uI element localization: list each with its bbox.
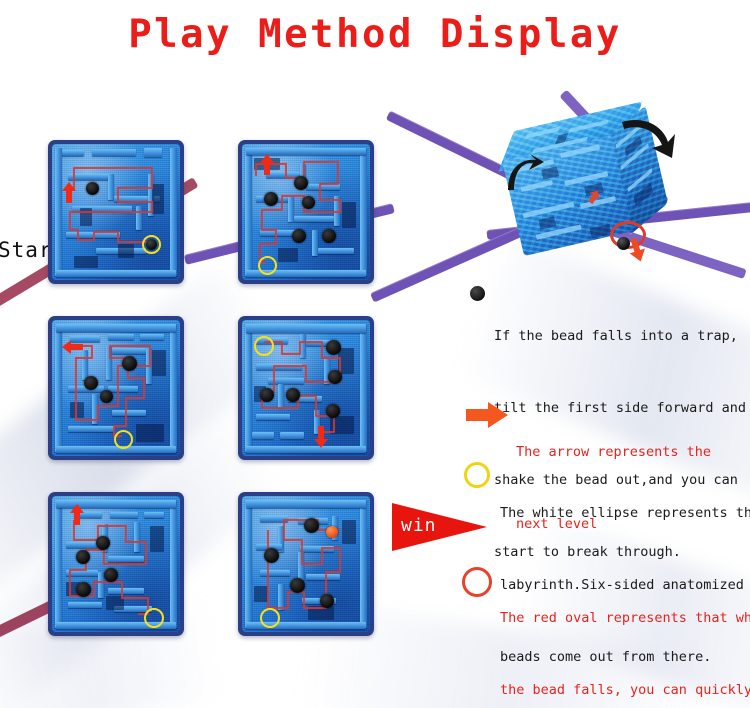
labyrinth-exit-ring — [142, 235, 161, 254]
rotate-arrow-left-icon — [508, 154, 544, 190]
maze-panel-6[interactable] — [238, 492, 374, 636]
legend-ellipse-line-3: beads come out from there. — [500, 649, 712, 665]
legend-ellipse-line-1: The white ellipse represents the — [500, 505, 750, 521]
next-level-arrow-up — [70, 504, 84, 526]
orange-right-arrow-icon — [466, 402, 508, 428]
legend-oval-line-2: the bead falls, you can quickly — [500, 682, 750, 698]
labyrinth-exit-ring — [260, 608, 280, 628]
maze-cube-illustration — [498, 101, 680, 273]
cube-drop-arrow-icon — [629, 238, 645, 262]
legend-oval-line-1: The red oval represents that when — [500, 610, 750, 626]
next-level-arrow-left — [62, 340, 84, 354]
win-triangle-icon — [392, 503, 487, 551]
maze-path-3 — [72, 345, 151, 437]
cube-bead — [617, 237, 630, 250]
maze-panel-1[interactable] — [48, 140, 184, 284]
labyrinth-exit-ring — [144, 608, 164, 628]
labyrinth-exit-ring — [114, 430, 133, 449]
page-title: Play Method Display — [128, 12, 622, 57]
maze-panel-4[interactable] — [238, 316, 374, 460]
legend-ellipse-line-2: labyrinth.Six-sided anatomized — [500, 577, 744, 593]
legend-trap-line-4: start to break through. — [494, 544, 681, 560]
win-flag: win — [392, 503, 487, 551]
red-ring-icon — [462, 567, 492, 597]
next-level-arrow-up — [260, 154, 274, 176]
yellow-ring-icon — [464, 462, 490, 488]
legend-arrow-line-1: The arrow represents the — [516, 444, 712, 460]
maze-panel-2[interactable] — [238, 140, 374, 284]
labyrinth-exit-ring — [254, 336, 274, 356]
next-level-arrow-up — [62, 182, 76, 204]
win-label: win — [401, 515, 437, 536]
red-bead — [326, 526, 338, 538]
cube-tilt-arrow-icon — [588, 190, 600, 204]
labyrinth-exit-ring — [258, 256, 277, 275]
maze-panel-3[interactable] — [48, 316, 184, 460]
maze-panel-5[interactable] — [48, 492, 184, 636]
legend-trap-line-1: If the bead falls into a trap, — [494, 328, 738, 344]
trap-hole — [86, 182, 99, 195]
next-level-arrow-down — [314, 426, 328, 448]
maze-path-4 — [261, 341, 341, 444]
maze-path-6 — [267, 519, 341, 609]
legend-trap-line-3: shake the bead out,and you can — [494, 472, 738, 488]
maze-path-1 — [68, 167, 153, 243]
rotate-arrow-right-icon — [622, 120, 675, 158]
black-dot-icon — [470, 286, 485, 301]
legend-arrow-line-2: next level — [516, 516, 598, 532]
